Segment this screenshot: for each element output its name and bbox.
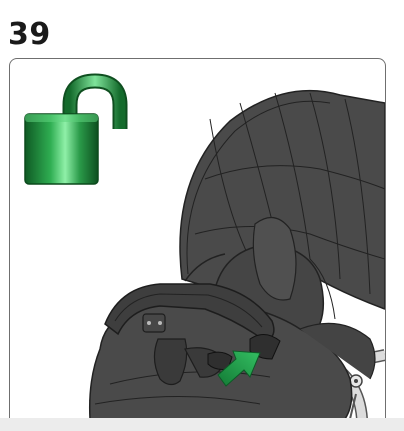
stroller-illustration <box>10 59 385 419</box>
illustration-frame <box>9 58 386 419</box>
page-footer-strip <box>0 418 404 431</box>
unlocked-padlock-icon <box>25 81 120 184</box>
step-number: 39 <box>8 18 51 52</box>
